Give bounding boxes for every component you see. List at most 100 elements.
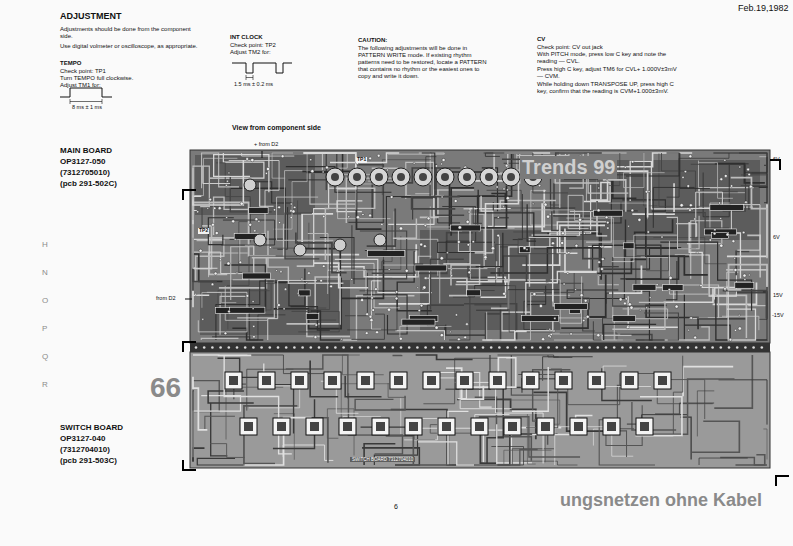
pcb-trace (490, 248, 600, 273)
key-switch-core (493, 376, 502, 385)
solder-pad (631, 160, 634, 163)
connector-pin (482, 346, 485, 349)
solder-pad (606, 221, 609, 224)
solder-pad (744, 279, 746, 281)
solder-pad (413, 162, 415, 164)
key-switch-core (607, 422, 616, 431)
solder-pad (371, 297, 374, 300)
key-switch (372, 418, 389, 435)
margin-letter: R (42, 380, 48, 389)
solder-pad (700, 284, 703, 287)
solder-pad (320, 279, 323, 282)
pcb-trace (644, 313, 678, 340)
trimmer-pot (348, 168, 366, 186)
pcb-trace (479, 417, 580, 457)
solder-pad (322, 265, 325, 268)
key-switch (603, 418, 620, 435)
ic-chip (415, 265, 447, 271)
voltage-label: 6V (773, 234, 780, 240)
solder-pad (688, 329, 690, 331)
pcb-trace (328, 270, 344, 294)
solder-pad (546, 282, 548, 284)
key-switch (405, 418, 422, 435)
solder-pad (293, 206, 295, 208)
solder-pad (578, 218, 581, 221)
corner-mark (776, 476, 789, 486)
note-text: Check point: TP1 (60, 68, 106, 75)
pcb-trace (337, 201, 362, 212)
connector-pin (621, 346, 624, 349)
solder-pad (451, 275, 453, 277)
wire-label: + from D2 (254, 141, 278, 147)
solder-pad (630, 306, 633, 309)
key-switch-core (574, 422, 583, 431)
connector-pin (654, 346, 657, 349)
note-text: Check point: CV out jack (537, 44, 603, 51)
pcb-trace (461, 181, 519, 260)
solder-pad (278, 221, 280, 223)
solder-pad (720, 244, 723, 247)
pcb-trace (653, 187, 694, 227)
pcb-trace (763, 429, 767, 459)
wire-label: from D2 (156, 295, 176, 301)
solder-pad (365, 332, 368, 335)
pcb-trace (348, 165, 383, 223)
pcb-trace (739, 153, 767, 172)
pcb-trace (612, 302, 665, 329)
solder-pad (661, 236, 663, 238)
pcb-trace (446, 325, 486, 335)
solder-pad (507, 189, 509, 191)
solder-pad (551, 242, 554, 245)
connector-pin (629, 346, 632, 349)
trimmer-pot-core (485, 173, 493, 181)
note-text: Press high C key, adjust TM6 for CVL+ 1.… (537, 66, 677, 80)
solder-pad (435, 165, 437, 167)
connector-pin (310, 346, 313, 349)
solder-pad (464, 336, 467, 339)
trimmer-pot (502, 168, 520, 186)
pcb-trace (550, 334, 603, 340)
pcb-trace (371, 281, 381, 329)
pcb-trace (698, 163, 732, 199)
pcb-trace (196, 241, 224, 282)
pcb-trace (699, 458, 748, 465)
solder-pad (600, 268, 603, 271)
pcb-trace (221, 220, 274, 245)
solder-pad (748, 173, 750, 175)
solder-pad (466, 323, 469, 326)
pcb-trace (352, 225, 407, 279)
solder-pad (249, 223, 252, 226)
key-switch-core (310, 422, 319, 431)
solder-pad (306, 282, 308, 284)
solder-pad (739, 166, 741, 168)
pcb-trace (636, 247, 668, 270)
solder-pad (645, 190, 648, 193)
solder-pad (648, 190, 650, 192)
note-text: The following adjustments will be done i… (358, 45, 493, 79)
solder-pad (278, 206, 281, 209)
key-switch-core (343, 422, 352, 431)
key-switch (522, 372, 539, 389)
key-switch (654, 372, 671, 389)
key-switch (291, 372, 308, 389)
connector-pin (228, 346, 231, 349)
pcb-trace (603, 366, 651, 386)
ic-chip (624, 243, 634, 249)
connector-pin (752, 346, 755, 349)
dimension-label: 8 ms ± 1 ms (72, 104, 102, 110)
section-heading: INT CLOCK (230, 34, 263, 41)
note-text: Adjust TM2 for: (230, 49, 271, 56)
pcb-trace (208, 218, 233, 245)
pcb-trace (202, 153, 239, 188)
solder-pad (399, 337, 402, 340)
solder-pad (647, 231, 649, 233)
pcb-trace (343, 296, 415, 340)
key-switch (357, 372, 374, 389)
solder-pad (215, 231, 218, 234)
pcb-trace (249, 387, 300, 408)
pcb-traces (193, 153, 767, 465)
pcb-trace (714, 355, 752, 408)
solder-pad (290, 203, 292, 205)
connector-pin (515, 346, 518, 349)
key-switch (438, 418, 455, 435)
